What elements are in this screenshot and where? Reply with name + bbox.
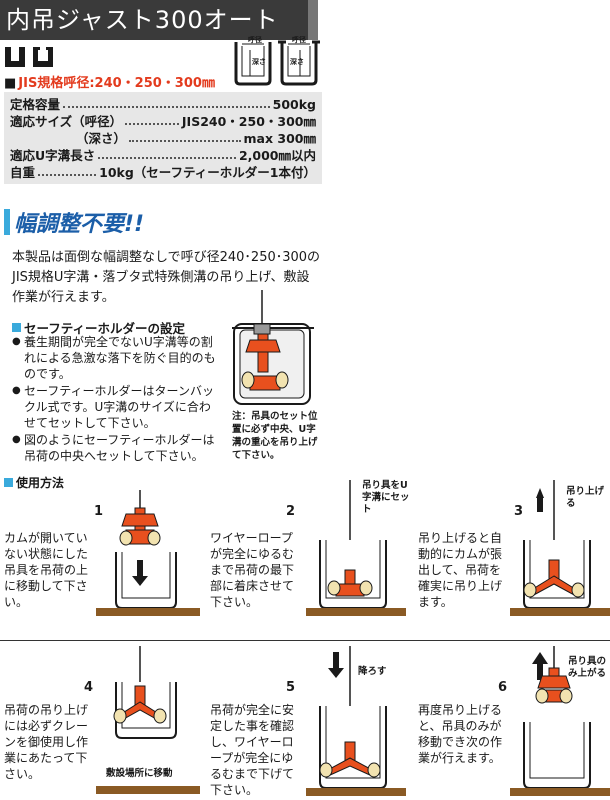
spec-row: （深さ） max 300㎜ (10, 130, 316, 147)
step-2-illustration (306, 480, 406, 616)
step-text: 吊り上げると自動的にカムが張出して、吊荷を確実に吊り上げます。 (418, 531, 503, 609)
spec-value: max 300㎜ (243, 131, 316, 146)
step-number: 2 (286, 504, 296, 519)
spec-table: 定格容量 500kg 適応サイズ（呼径） JIS240・250・300㎜ （深さ） m… (4, 92, 322, 184)
step-text: カムが開いていない状態にした吊具を吊荷の上に移動して下さい。 (4, 531, 89, 609)
usage-step-3: 3 吊り上げると自動的にカムが張出して、吊荷を確実に吊り上げます。 吊り上げる (410, 480, 610, 630)
step-3-illustration (510, 480, 610, 616)
nominal-label-2: 呼径 (292, 36, 306, 44)
step-number: 6 (498, 680, 508, 695)
usage-step-4: 4 吊荷の吊り上げには必ずクレーンを御使用し作業にあたって下さい。 敷設場所に移… (0, 646, 200, 796)
section-title: 幅調整不要!! (14, 212, 145, 237)
step-label: 吊り具のみ上がる (568, 656, 607, 679)
step-text: 吊荷が完全に安定した事を確認し、ワイヤーロープが完全にゆるむまで下げて下さい。 (210, 703, 295, 797)
dimension-diagram: 呼径 深さ 呼径 深さ (234, 36, 320, 86)
spec-label: 自重 (10, 165, 36, 180)
spec-row: 自重 10kg（セーフティーホルダー1本付） (10, 164, 316, 181)
safety-bullet: 図のようにセーフティーホルダーは吊荷の中央へセットして下さい。 (12, 432, 222, 464)
spec-value: JIS240・250・300㎜ (181, 114, 316, 129)
usage-step-5: 5 吊荷が完全に安定した事を確認し、ワイヤーロープが完全にゆるむまで下げて下さい… (206, 646, 406, 797)
jis-spec: ■JIS規格呼径:240・250・300㎜ (4, 72, 215, 91)
step-label: 吊り上げる (566, 486, 605, 509)
usage-step-1: 1 カムが開いていない状態にした吊具を吊荷の上に移動して下さい。 (0, 490, 200, 640)
spec-value: 2,000㎜以内 (238, 148, 316, 163)
spec-row: 適応サイズ（呼径） JIS240・250・300㎜ (10, 113, 316, 130)
spec-value: 500kg (272, 97, 316, 112)
safety-holder-diagram (232, 290, 314, 405)
u-channel-flanged-icon (33, 47, 53, 67)
jis-text: JIS規格呼径:240・250・300㎜ (18, 76, 215, 91)
spec-row: 適応U字溝長さ 2,000㎜以内 (10, 147, 316, 164)
step-text: 再度吊り上げると、吊具のみが移動でき次の作業が行えます。 (418, 703, 503, 765)
u-channel-icons (4, 46, 54, 68)
step-1-illustration (96, 490, 200, 616)
spec-value: 10kg（セーフティーホルダー1本付） (99, 165, 316, 180)
spec-label: 適応U字溝長さ (10, 148, 96, 163)
step-label: 降ろす (358, 666, 387, 677)
step-text: ワイヤーロープが完全にゆるむまで吊荷の最下部に着床させて下さい。 (210, 531, 295, 609)
safety-note: 注：吊具のセット位置に必ず中央、U字溝の重心を吊り上げて下さい。 (232, 411, 318, 461)
safety-bullet: セーフティーホルダーはターンバックル式です。U字溝のサイズに合わせてセットして下… (12, 383, 222, 431)
step-6-illustration (510, 646, 610, 796)
spec-label: 定格容量 (10, 97, 61, 112)
depth-label-1: 深さ (252, 57, 266, 66)
usage-step-6: 6 再度吊り上げると、吊具のみが移動でき次の作業が行えます。 吊り具のみ上がる (410, 646, 610, 796)
step-number: 5 (286, 680, 296, 695)
jis-square: ■ (4, 76, 17, 91)
safety-heading-text: セーフティーホルダーの設定 (24, 321, 186, 336)
usage-step-2: 2 ワイヤーロープが完全にゆるむまで吊荷の最下部に着床させて下さい。 吊り具をU… (206, 480, 410, 630)
section-heading: 幅調整不要!! (4, 206, 144, 238)
page-title: 内吊ジャスト300オート (0, 0, 318, 40)
spec-label: 適応サイズ（呼径） (10, 114, 123, 129)
safety-heading: セーフティーホルダーの設定 (12, 318, 185, 337)
spec-row: 定格容量 500kg (10, 96, 316, 113)
u-channel-icon (5, 47, 25, 67)
step-number: 4 (84, 680, 94, 695)
step-number: 1 (94, 504, 104, 519)
depth-label-2: 深さ (290, 57, 304, 66)
spec-label: （深さ） (76, 131, 127, 146)
nominal-label-1: 呼径 (248, 36, 262, 44)
blue-square-icon (4, 478, 13, 487)
safety-bullets: 養生期間が完全でないU字溝等の割れによる急激な落下を防ぐ目的のものです。 セーフ… (12, 334, 222, 465)
step-divider (0, 640, 610, 641)
step-label: 敷設場所に移動 (106, 768, 173, 779)
intro-text: 本製品は面倒な幅調整なしで呼び径240･250･300のJIS規格U字溝・落ブタ… (12, 250, 321, 305)
step-label: 吊り具をU字溝にセット (362, 480, 410, 515)
safety-bullet: 養生期間が完全でないU字溝等の割れによる急激な落下を防ぐ目的のものです。 (12, 334, 222, 382)
step-number: 3 (514, 504, 524, 519)
blue-square-icon (12, 323, 21, 332)
step-text: 吊荷の吊り上げには必ずクレーンを御使用し作業にあたって下さい。 (4, 703, 89, 781)
step-4-illustration (96, 646, 200, 794)
usage-heading-text: 使用方法 (16, 476, 65, 490)
usage-heading: 使用方法 (4, 474, 64, 491)
section-bar (4, 209, 10, 235)
step-5-illustration (306, 646, 406, 796)
